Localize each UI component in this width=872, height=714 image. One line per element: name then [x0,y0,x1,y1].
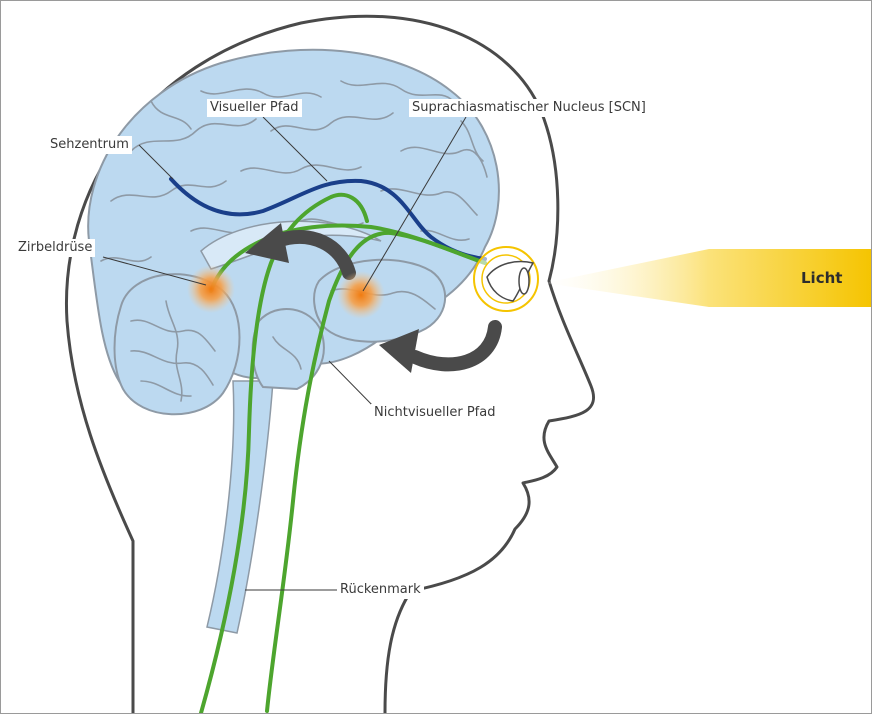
arrow-to-scn [379,320,502,373]
label-scn: Suprachiasmatischer Nucleus [SCN] [409,99,649,117]
leader-lines [102,116,467,591]
eye-icon [473,246,539,312]
label-pineal-gland: Zirbeldrüse [15,239,96,257]
spinal-cord [206,380,274,634]
label-spinal-cord: Rückenmark [337,581,424,599]
label-nonvisual-path: Nichtvisueller Pfad [371,404,499,422]
head-outline [64,14,595,713]
label-visual-center: Sehzentrum [47,136,132,154]
nonvisual-path-lines [199,192,487,713]
pineal-gland-glow [187,265,235,313]
light-beam [545,249,871,307]
arrow-to-pineal [245,223,356,280]
scn-glow [337,271,385,319]
label-light: Licht [801,269,843,287]
label-visual-path: Visueller Pfad [207,99,302,117]
visual-path-line [169,177,487,261]
